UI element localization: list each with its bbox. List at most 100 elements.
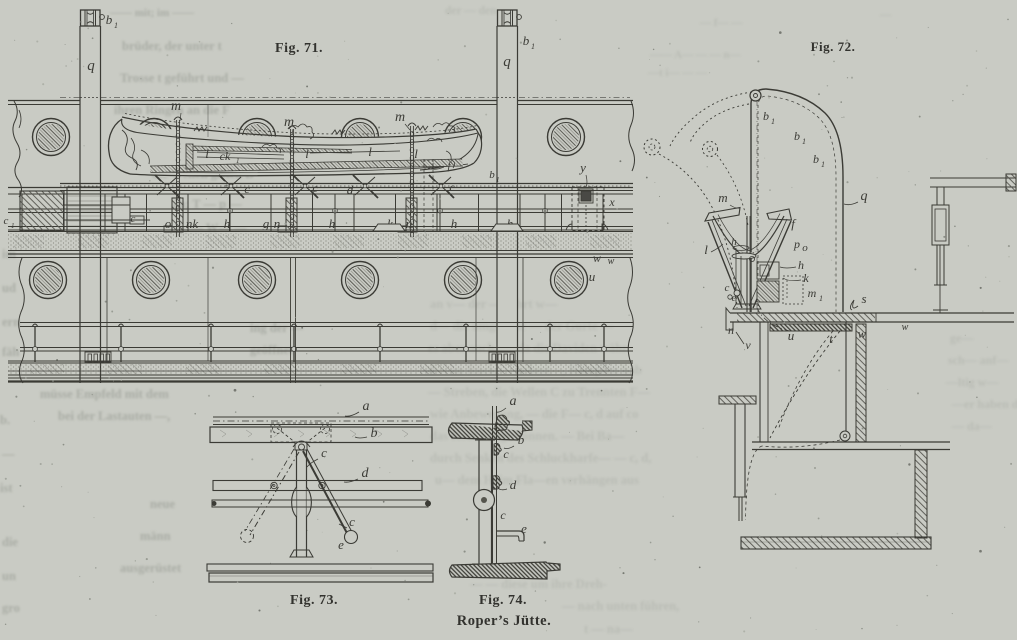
svg-text:c: c <box>4 215 9 227</box>
svg-text:g: g <box>263 216 270 231</box>
svg-text:an; T — p —: an; T — p — <box>172 197 242 211</box>
svg-text:b: b <box>371 426 378 441</box>
svg-text:1: 1 <box>496 176 500 184</box>
svg-text:neue: neue <box>150 497 175 511</box>
svg-text:t: t <box>829 331 833 346</box>
svg-text:a: a <box>510 394 517 409</box>
svg-text:f: f <box>447 160 452 172</box>
svg-text:q: q <box>861 189 868 204</box>
svg-text:un: un <box>2 569 16 583</box>
svg-text:m: m <box>808 286 817 300</box>
svg-text:nk: nk <box>186 216 199 231</box>
svg-text:d: d <box>362 466 370 481</box>
svg-text:c: c <box>312 181 318 195</box>
svg-text:durch Senken des Schluckhar: durch Senken des Schluckharfe— — c, d, <box>430 451 651 465</box>
svg-text:s: s <box>861 291 866 306</box>
svg-text:Fig. 73.: Fig. 73. <box>290 593 338 608</box>
svg-text:k: k <box>803 271 809 285</box>
svg-text:y: y <box>578 160 586 175</box>
svg-text:Trosse t geführt und —: Trosse t geführt und — <box>120 71 244 85</box>
svg-text:Roper’s Jütte.: Roper’s Jütte. <box>457 613 552 629</box>
svg-text:Fig. 71.: Fig. 71. <box>275 41 323 56</box>
svg-text:b: b <box>106 12 113 27</box>
svg-text:—ltig w—: —ltig w— <box>945 375 999 389</box>
svg-text:ausgerüstet: ausgerüstet <box>120 561 182 575</box>
svg-text:b: b <box>763 109 769 123</box>
svg-text:sch— anf—: sch— anf— <box>948 353 1009 367</box>
svg-text:1: 1 <box>802 137 806 146</box>
svg-text:geöffnet: geöffnet <box>250 343 294 357</box>
svg-text:—: — <box>879 9 892 21</box>
svg-text:— f— —: — f— — <box>699 17 743 29</box>
svg-text:e: e <box>732 292 737 304</box>
svg-text:ud: ud <box>2 281 16 295</box>
svg-text:v: v <box>745 338 751 352</box>
svg-text:1: 1 <box>771 117 775 126</box>
svg-text:c: c <box>131 213 136 225</box>
svg-text:— Streben, die Wellen C z: — Streben, die Wellen C zu Trennten F— <box>427 385 650 399</box>
svg-text:c: c <box>449 180 455 194</box>
svg-text:b: b <box>813 152 819 166</box>
svg-text:f: f <box>791 216 797 231</box>
svg-text:wie Anbewegung, — die F—: wie Anbewegung, — die F— c, d auf co <box>430 407 638 421</box>
svg-text:—t i— — —: —t i— — — <box>647 67 708 79</box>
svg-text:e: e <box>521 521 527 536</box>
svg-text:—er haben die: —er haben die <box>951 397 1017 411</box>
svg-text:— — diese um ihre Dreh-: — — diese um ihre Dreh- <box>469 577 607 591</box>
svg-text:c: c <box>321 445 327 460</box>
svg-text:m: m <box>284 115 294 130</box>
svg-text:— da—: — da— <box>951 419 993 433</box>
svg-text:l: l <box>368 144 372 159</box>
svg-text:c: c <box>349 514 355 529</box>
svg-text:d: d <box>510 477 517 492</box>
svg-text:1: 1 <box>821 160 825 169</box>
svg-text:1: 1 <box>819 294 823 303</box>
svg-text:ge—: ge— <box>950 331 974 345</box>
svg-text:p: p <box>793 237 800 251</box>
svg-text:h: h <box>798 258 804 272</box>
svg-text:c: c <box>503 447 509 461</box>
svg-text:—— mit; im ——: —— mit; im —— <box>109 7 195 19</box>
svg-text:o: o <box>802 242 808 254</box>
svg-text:1: 1 <box>11 222 15 230</box>
svg-text:an v— der — führt w—: an v— der — führt w— <box>430 297 558 311</box>
svg-text:l: l <box>305 146 309 161</box>
svg-text:e: e <box>338 537 344 552</box>
svg-text:a: a <box>363 399 370 414</box>
svg-text:b: b <box>518 432 525 447</box>
svg-text:fäh: fäh <box>2 345 19 359</box>
svg-text:müsse Empfeld mit dem: müsse Empfeld mit dem <box>40 387 169 401</box>
svg-text:b: b <box>523 33 530 48</box>
svg-text:l: l <box>205 146 209 161</box>
svg-text:männ: männ <box>140 529 171 543</box>
svg-text:b: b <box>489 169 495 181</box>
svg-text:h: h <box>224 216 231 231</box>
svg-text:h: h <box>451 216 458 231</box>
svg-text:Fig. 72.: Fig. 72. <box>811 39 856 54</box>
svg-text:1: 1 <box>236 157 240 165</box>
svg-text:bei der Lastauten —,: bei der Lastauten —, <box>58 409 170 423</box>
svg-text:der — den —: der — den — <box>445 5 511 17</box>
svg-text:Fig. 74.: Fig. 74. <box>479 593 527 608</box>
svg-text:ihren Ringen an die F: ihren Ringen an die F <box>114 103 230 117</box>
svg-text:ern: ern <box>2 315 20 329</box>
svg-text:gro: gro <box>2 601 20 615</box>
svg-text:—— A— — — n—: —— A— — — n— <box>649 49 741 61</box>
svg-text:h: h <box>329 216 336 231</box>
svg-text:m: m <box>395 110 405 125</box>
svg-text:n: n <box>274 216 281 231</box>
svg-text:m: m <box>718 190 727 205</box>
svg-text:h: h <box>731 236 737 248</box>
svg-text:q: q <box>87 58 95 74</box>
svg-text:die: die <box>2 535 18 549</box>
svg-text:o: o <box>165 216 172 231</box>
svg-text:ck: ck <box>220 149 231 163</box>
svg-text:b.: b. <box>0 413 10 427</box>
svg-text:m: m <box>171 99 181 114</box>
svg-text:b: b <box>794 129 800 143</box>
svg-text:u: u <box>589 269 596 284</box>
svg-text:1: 1 <box>114 21 118 30</box>
svg-text:l: l <box>414 146 418 161</box>
svg-text:x: x <box>608 195 615 209</box>
svg-text:c: c <box>244 182 250 196</box>
